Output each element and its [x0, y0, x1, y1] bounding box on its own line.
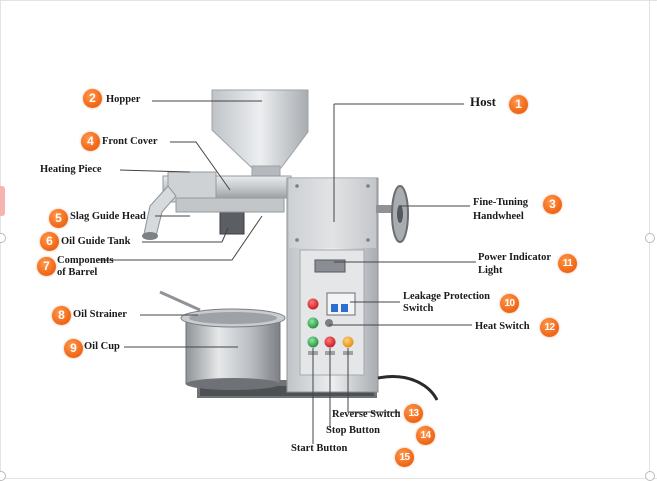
oil-guide-tank: [219, 211, 245, 235]
power-cord: [377, 375, 439, 401]
badge-fine-tuning: 3: [543, 195, 562, 214]
badge-hopper: 2: [83, 89, 102, 108]
badge-oil-guide-tank: 6: [40, 232, 59, 251]
stop-button-shape: [324, 336, 336, 348]
left-side-tab: [0, 186, 5, 216]
badge-power-indicator: 11: [558, 254, 577, 273]
label-leakage-2: Switch: [403, 303, 434, 314]
badge-oil-strainer: 8: [52, 306, 71, 325]
label-oil-strainer: Oil Strainer: [73, 309, 127, 320]
left-handle-dot: [0, 233, 6, 243]
heat-switch-button: [325, 319, 333, 327]
panel-red-lamp: [307, 298, 319, 310]
label-start-button: Start Button: [291, 443, 348, 454]
badge-stop-button: 14: [416, 426, 435, 445]
label-heat-switch: Heat Switch: [475, 321, 530, 332]
badge-oil-cup: 9: [64, 339, 83, 358]
label-power-indicator-1: Power Indicator: [478, 252, 552, 263]
label-slag-guide-head: Slag Guide Head: [70, 211, 146, 222]
label-fine-tuning-2: Handwheel: [473, 211, 524, 222]
top-border-line: [0, 0, 657, 1]
label-hopper: Hopper: [106, 94, 141, 105]
label-power-indicator-2: Light: [478, 265, 503, 276]
badge-components: 7: [37, 257, 56, 276]
label-oil-guide-tank: Oil Guide Tank: [61, 236, 131, 247]
label-host: Host: [470, 94, 496, 109]
badge-front-cover: 4: [81, 132, 100, 151]
label-components-2: of Barrel: [57, 267, 98, 278]
slag-guide-pipe: [143, 185, 177, 237]
label-components-1: Components: [57, 255, 114, 266]
strainer-handle: [159, 290, 201, 312]
badge-heat-switch: 12: [540, 318, 559, 337]
reverse-switch-shape: [342, 336, 354, 348]
badge-reverse-switch: 13: [404, 404, 423, 423]
label-fine-tuning-1: Fine-Tuning: [473, 197, 529, 208]
label-front-cover: Front Cover: [102, 136, 158, 147]
badge-start-button: 15: [395, 448, 414, 467]
label-heating-piece: Heating Piece: [40, 164, 102, 175]
badge-host: 1: [509, 95, 528, 114]
oil-cup: [185, 317, 281, 385]
badge-leakage: 10: [500, 294, 519, 313]
badge-slag-guide-head: 5: [49, 209, 68, 228]
panel-green-lamp: [307, 317, 319, 329]
label-reverse-switch: Reverse Switch: [332, 409, 401, 420]
start-button-shape: [307, 336, 319, 348]
label-leakage-1: Leakage Protection: [403, 291, 490, 302]
power-indicator-light: [314, 259, 346, 273]
label-oil-cup: Oil Cup: [84, 341, 120, 352]
right-handle-dot: [645, 233, 655, 243]
label-stop-button: Stop Button: [326, 425, 380, 436]
hopper-shape: [211, 89, 309, 169]
leader-lines: [98, 100, 476, 444]
